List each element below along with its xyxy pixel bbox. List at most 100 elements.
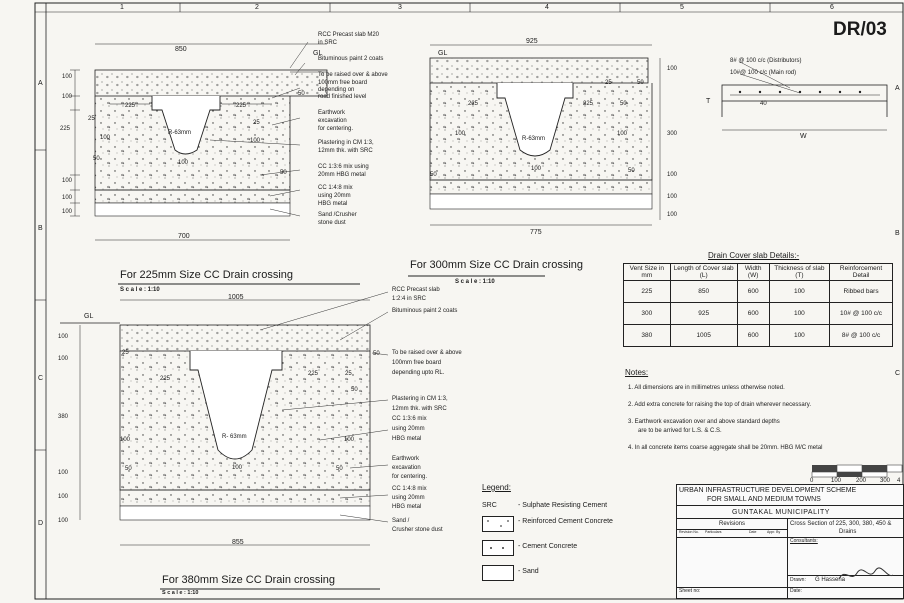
note-earthwork-c: for centering. bbox=[318, 126, 354, 132]
dim-radius: R-63mm bbox=[168, 130, 192, 136]
table-row: 380 1005 600 100 8# @ 100 c/c bbox=[623, 324, 893, 347]
legend-title: Legend: bbox=[482, 483, 511, 492]
note-cc148: CC 1:4:8 mix bbox=[392, 486, 427, 492]
legend-swatch-rcc bbox=[482, 516, 514, 532]
grid-top-1: 1 bbox=[120, 4, 124, 11]
note-cc148-b: using 20mm bbox=[392, 495, 425, 501]
dim-w225-r: 225 bbox=[308, 371, 319, 377]
note-sand-b: stone dust bbox=[318, 220, 346, 226]
slab-dist-note: 8# @ 100 c/c (Distributors) bbox=[730, 58, 802, 64]
dim-h380: 380 bbox=[58, 414, 69, 420]
table-cell: 380 bbox=[623, 324, 671, 347]
legend-swatch-cc bbox=[482, 540, 514, 556]
dim-w50-b: 50 bbox=[351, 387, 358, 393]
dim-w50-l: 50 bbox=[93, 156, 100, 162]
scale-bar-label: 100 bbox=[831, 478, 842, 484]
grid-right-c: C bbox=[895, 370, 901, 377]
title-block-line2: FOR SMALL AND MEDIUM TOWNS bbox=[707, 496, 821, 503]
table-cell: 225 bbox=[623, 280, 671, 303]
note-earthwork-c: for centering. bbox=[392, 474, 428, 480]
note-precast-b: in SRC bbox=[318, 40, 338, 46]
note-raised-d: road finished level bbox=[318, 94, 367, 100]
dim-width-bottom: 775 bbox=[530, 229, 542, 236]
signature bbox=[838, 567, 894, 580]
dim-w100-r: 100 bbox=[344, 437, 355, 443]
table-row: 225 850 600 100 Ribbed bars bbox=[623, 280, 893, 303]
dim-w100-b: 100 bbox=[178, 160, 189, 166]
dim-w50-r: 50 bbox=[628, 168, 635, 174]
title-block: URBAN INFRASTRUCTURE DEVELOPMENT SCHEME … bbox=[676, 484, 904, 599]
dim-h100-b: 100 bbox=[62, 94, 73, 100]
scale-bar-label: 300 bbox=[880, 478, 891, 484]
dim-width-top: 850 bbox=[175, 46, 187, 53]
dim-width-top: 1005 bbox=[228, 294, 244, 301]
note-cc136-b: 20mm HBG metal bbox=[318, 172, 366, 178]
dim-w100-l: 100 bbox=[100, 135, 111, 141]
dim-w50-a: 50 bbox=[637, 80, 644, 86]
slab-cover-label: 40 bbox=[760, 101, 767, 107]
dim-h100-c: 100 bbox=[667, 194, 678, 200]
dim-w50-l: 50 bbox=[430, 172, 437, 178]
title-divider bbox=[677, 587, 787, 588]
note-cc136: CC 1:3:6 mix using bbox=[318, 164, 369, 170]
table-cell: 1005 bbox=[669, 324, 738, 347]
note-sand-b: Crusher stone dust bbox=[392, 527, 443, 533]
dim-w100-r: 100 bbox=[617, 131, 628, 137]
dim-h100-b: 100 bbox=[58, 356, 69, 362]
dim-h100-a: 100 bbox=[667, 66, 678, 72]
table-cell: 10# @ 100 c/c bbox=[829, 302, 893, 325]
note-item: 2. Add extra concrete for raising the to… bbox=[628, 402, 811, 408]
dim-h300: 300 bbox=[667, 131, 678, 137]
note-raised-c: depending upto RL. bbox=[392, 370, 445, 376]
note-bituminous: Bituminous paint 2 coats bbox=[392, 308, 458, 314]
grid-left-b: B bbox=[38, 225, 43, 232]
table-cell: 600 bbox=[736, 324, 770, 347]
legend-item-label: - Sand bbox=[518, 568, 539, 575]
note-cc136-c: HBG metal bbox=[392, 436, 422, 442]
title-divider bbox=[787, 518, 788, 598]
note-earthwork: Earthwork bbox=[318, 110, 346, 116]
legend-item-label: - Reinforced Cement Concrete bbox=[518, 518, 613, 525]
section-225-scale: S c a l e : 1:10 bbox=[120, 287, 160, 293]
dim-w25-r: 25 bbox=[253, 120, 260, 126]
note-plastering-b: 12mm thk. with SRC bbox=[318, 148, 373, 154]
grid-top-6: 6 bbox=[830, 4, 834, 11]
dim-w225-r: 225 bbox=[236, 103, 247, 109]
dim-radius: R-63mm bbox=[522, 136, 546, 142]
title-divider bbox=[787, 537, 903, 538]
note-raised: To be raised over & above bbox=[392, 350, 462, 356]
note-sand: Sand /Crusher bbox=[318, 212, 357, 218]
dim-w50-l: 50 bbox=[125, 466, 132, 472]
note-bituminous: Bituminous paint 2 coats bbox=[318, 56, 384, 62]
dim-h100-b: 100 bbox=[667, 172, 678, 178]
note-item: 1. All dimensions are in millimetres unl… bbox=[628, 385, 785, 391]
scale-bar-label: 200 bbox=[856, 478, 867, 484]
dim-w100-r: 100 bbox=[250, 138, 261, 144]
dim-w25: 25 bbox=[605, 80, 612, 86]
dim-w50-b: 50 bbox=[620, 101, 627, 107]
rev-col: Date bbox=[749, 530, 757, 534]
section-225-title: For 225mm Size CC Drain crossing bbox=[120, 269, 293, 281]
note-plastering: Plastering in CM 1:3, bbox=[392, 396, 448, 402]
note-earthwork-b: excavation bbox=[392, 465, 421, 471]
table-row: 300 925 600 100 10# @ 100 c/c bbox=[623, 302, 893, 325]
table-header: Thickness of slab (T) bbox=[768, 263, 831, 281]
note-sand: Sand / bbox=[392, 518, 410, 524]
table-header: Reinforcement Detail bbox=[829, 263, 893, 281]
dim-w50-r: 50 bbox=[280, 170, 287, 176]
note-earthwork-b: excavation bbox=[318, 118, 347, 124]
dim-h100-a: 100 bbox=[62, 74, 73, 80]
title-block-line1: URBAN INFRASTRUCTURE DEVELOPMENT SCHEME bbox=[679, 487, 857, 494]
dim-h225: 225 bbox=[60, 126, 71, 132]
note-cc148-c: HBG metal bbox=[392, 504, 422, 510]
table-cell: 100 bbox=[768, 324, 831, 347]
table-cell: 8# @ 100 c/c bbox=[829, 324, 893, 347]
note-cc148-c: HBG metal bbox=[318, 201, 348, 207]
dim-w100-b: 100 bbox=[531, 166, 542, 172]
table-header-row: Vent Size in mm Length of Cover slab (L)… bbox=[623, 263, 893, 281]
dim-w225-l: 225 bbox=[468, 101, 479, 107]
note-raised: To be raised over & above bbox=[318, 72, 388, 78]
rev-col: Appr. By bbox=[767, 530, 781, 534]
